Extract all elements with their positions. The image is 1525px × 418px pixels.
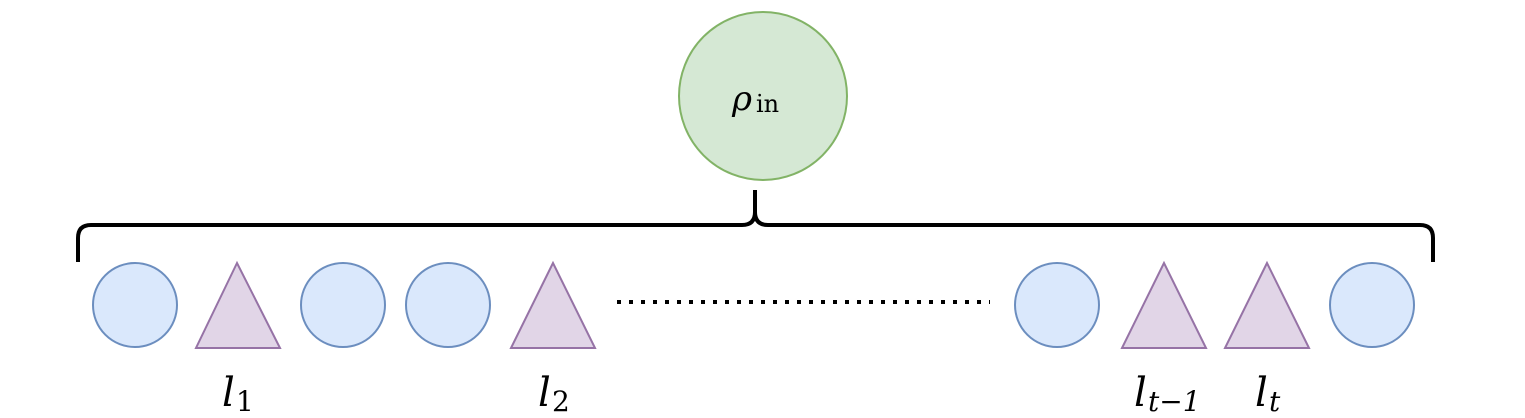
triangle-node (509, 260, 597, 349)
label-base: l (538, 370, 551, 416)
label-subscript: t−1 (1148, 385, 1201, 418)
rho-symbol: ρ (731, 79, 752, 119)
label-l2: l 2 (538, 370, 570, 418)
circle-node (405, 262, 491, 348)
circle-node (92, 262, 178, 348)
triangle-node (194, 260, 282, 349)
circle-node (1329, 262, 1415, 348)
circle-node (1014, 262, 1100, 348)
triangle-node (1223, 260, 1311, 349)
node-sequence (92, 260, 1415, 349)
label-base: l (222, 370, 235, 416)
label-lt-minus-1: l t−1 (1134, 370, 1201, 418)
label-l1: l 1 (222, 370, 254, 418)
label-base: l (1134, 370, 1147, 416)
triangle-node (1120, 260, 1208, 349)
curly-brace (76, 190, 1435, 262)
rho-in-node: ρ in (678, 11, 848, 181)
label-subscript: 2 (552, 385, 570, 418)
label-base: l (1255, 370, 1268, 416)
rho-in-circle (678, 11, 848, 181)
label-lt: l t (1255, 370, 1281, 418)
circle-node (300, 262, 386, 348)
label-subscript: 1 (236, 385, 254, 418)
label-subscript: t (1269, 385, 1281, 418)
rho-subscript: in (756, 90, 779, 118)
